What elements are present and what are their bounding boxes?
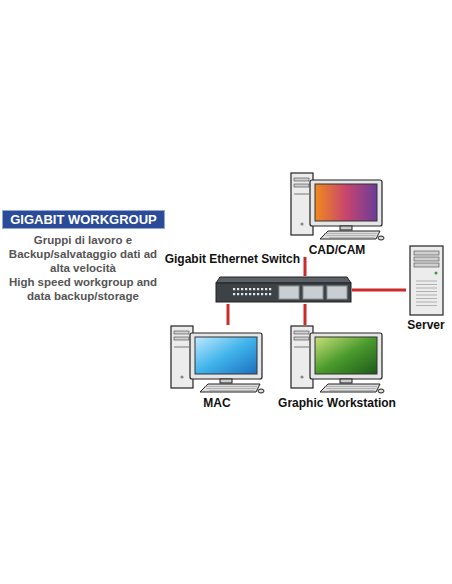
computer-node: CAD/CAM xyxy=(289,172,386,257)
node-label: CAD/CAM xyxy=(289,243,386,257)
server-illustration xyxy=(409,245,444,317)
description-text: Gruppi di lavoro e Backup/salvataggio da… xyxy=(0,233,166,275)
ethernet-cable xyxy=(304,304,307,325)
computer-node: Graphic Workstation xyxy=(277,325,397,410)
description-text: High speed workgroup and data backup/sto… xyxy=(0,275,166,303)
switch-illustration xyxy=(215,276,352,304)
node-label: GIGABIT WORKGROUP xyxy=(7,211,160,228)
title-band: GIGABIT WORKGROUP xyxy=(2,210,165,229)
pc-illustration xyxy=(290,325,385,395)
node-label: Server xyxy=(406,318,446,332)
description-block: Gruppi di lavoro e Backup/salvataggio da… xyxy=(0,233,166,303)
computer-node: MAC xyxy=(169,325,266,410)
node-label: MAC xyxy=(169,396,266,410)
ethernet-cable xyxy=(352,289,406,292)
node-label: Graphic Workstation xyxy=(277,396,397,410)
pc-illustration xyxy=(170,325,265,395)
node-label: Gigabit Ethernet Switch xyxy=(165,252,300,266)
ethernet-cable xyxy=(304,257,307,276)
switch-node: Gigabit Ethernet Switch xyxy=(215,276,352,304)
server-node: Server xyxy=(406,245,446,332)
pc-illustration xyxy=(290,172,385,242)
ethernet-cable xyxy=(227,304,230,325)
